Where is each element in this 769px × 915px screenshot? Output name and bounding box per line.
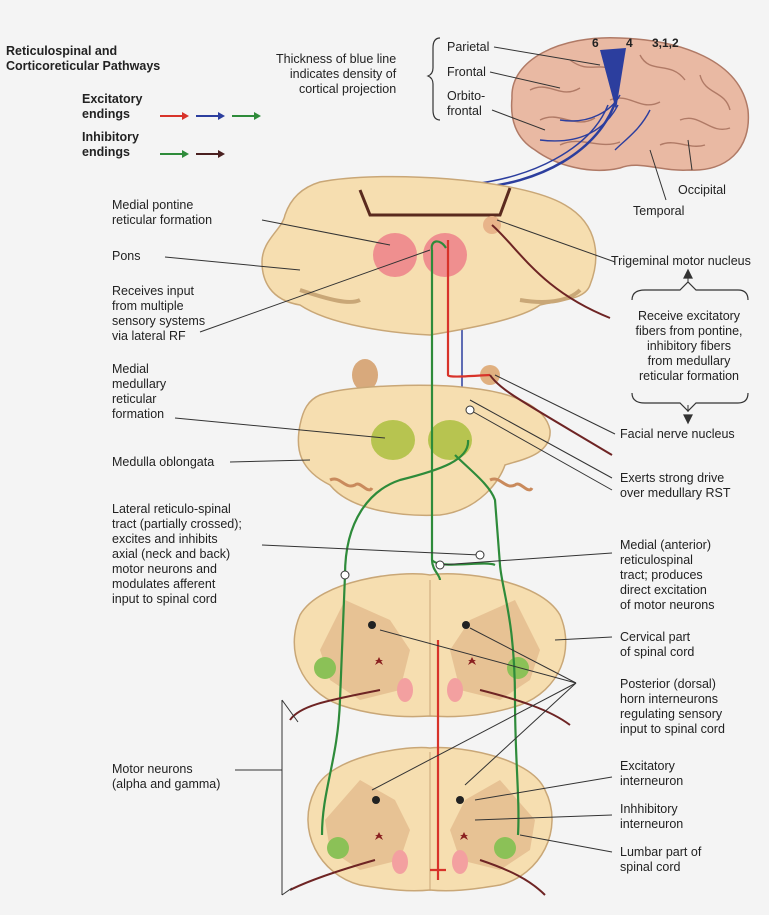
area-number-6: 6: [592, 36, 599, 50]
medulla-section: [297, 359, 551, 517]
cervical-cord-section: [293, 573, 567, 718]
label-temporal: Temporal: [633, 204, 685, 218]
label-orbitofrontal: Orbito- frontal: [447, 89, 486, 118]
label-frontal: Frontal: [447, 65, 486, 79]
label-motor-neurons: Motor neurons (alpha and gamma): [112, 762, 221, 791]
area-number-4: 4: [626, 36, 633, 50]
label-pons: Pons: [112, 249, 141, 263]
label-facial: Facial nerve nucleus: [620, 427, 735, 441]
label-lumbar: Lumbar part of spinal cord: [620, 845, 702, 874]
reticulospinal-tract-red: [430, 240, 491, 880]
open-circle-markers: [340, 405, 485, 580]
label-posterior-horn: Posterior (dorsal) horn interneurons reg…: [620, 677, 725, 736]
legend-inhibitory-label: Inhibitory endings: [82, 130, 139, 159]
brain-illustration: [510, 37, 750, 172]
cortex-bracket: [426, 37, 441, 121]
label-medial-rst: Medial (anterior) reticulospinal tract; …: [620, 538, 715, 612]
area-number-3-1-2: 3,1,2: [652, 36, 679, 50]
lumbar-cord-section: [307, 746, 553, 892]
label-receives-input: Receives input from multiple sensory sys…: [112, 284, 206, 343]
label-parietal: Parietal: [447, 40, 490, 54]
label-trigeminal: Trigeminal motor nucleus: [611, 254, 751, 268]
label-inhibitory-interneuron: Inhhibitory interneuron: [620, 802, 684, 831]
label-exerts-drive: Exerts strong drive over medullary RST: [620, 471, 731, 500]
diagram-title: Reticulospinal and Corticoreticular Path…: [6, 44, 161, 73]
thickness-note: Thickness of blue line indicates density…: [276, 52, 397, 96]
legend-inhibitory-arrows: [160, 150, 225, 158]
label-cervical: Cervical part of spinal cord: [620, 630, 695, 659]
pons-section: [261, 175, 597, 336]
interneuron-markers: [368, 621, 476, 840]
legend-excitatory-arrows: [160, 112, 261, 120]
legend-excitatory-label: Excitatory endings: [82, 92, 143, 121]
label-excitatory-interneuron: Excitatory interneuron: [620, 759, 684, 788]
label-medulla: Medulla oblongata: [112, 455, 215, 469]
label-lateral-rst: Lateral reticulo-spinal tract (partially…: [112, 502, 242, 606]
reticulospinal-tracts-green: [320, 240, 520, 836]
label-medial-medullary-rf: Medial medullary reticular formation: [112, 362, 167, 421]
label-medial-pontine-rf: Medial pontine reticular formation: [112, 198, 213, 227]
leader-lines: [164, 46, 693, 896]
receive-braces: [631, 268, 749, 425]
label-occipital: Occipital: [678, 183, 726, 197]
label-receive-fibers: Receive excitatory fibers from pontine, …: [635, 309, 743, 383]
